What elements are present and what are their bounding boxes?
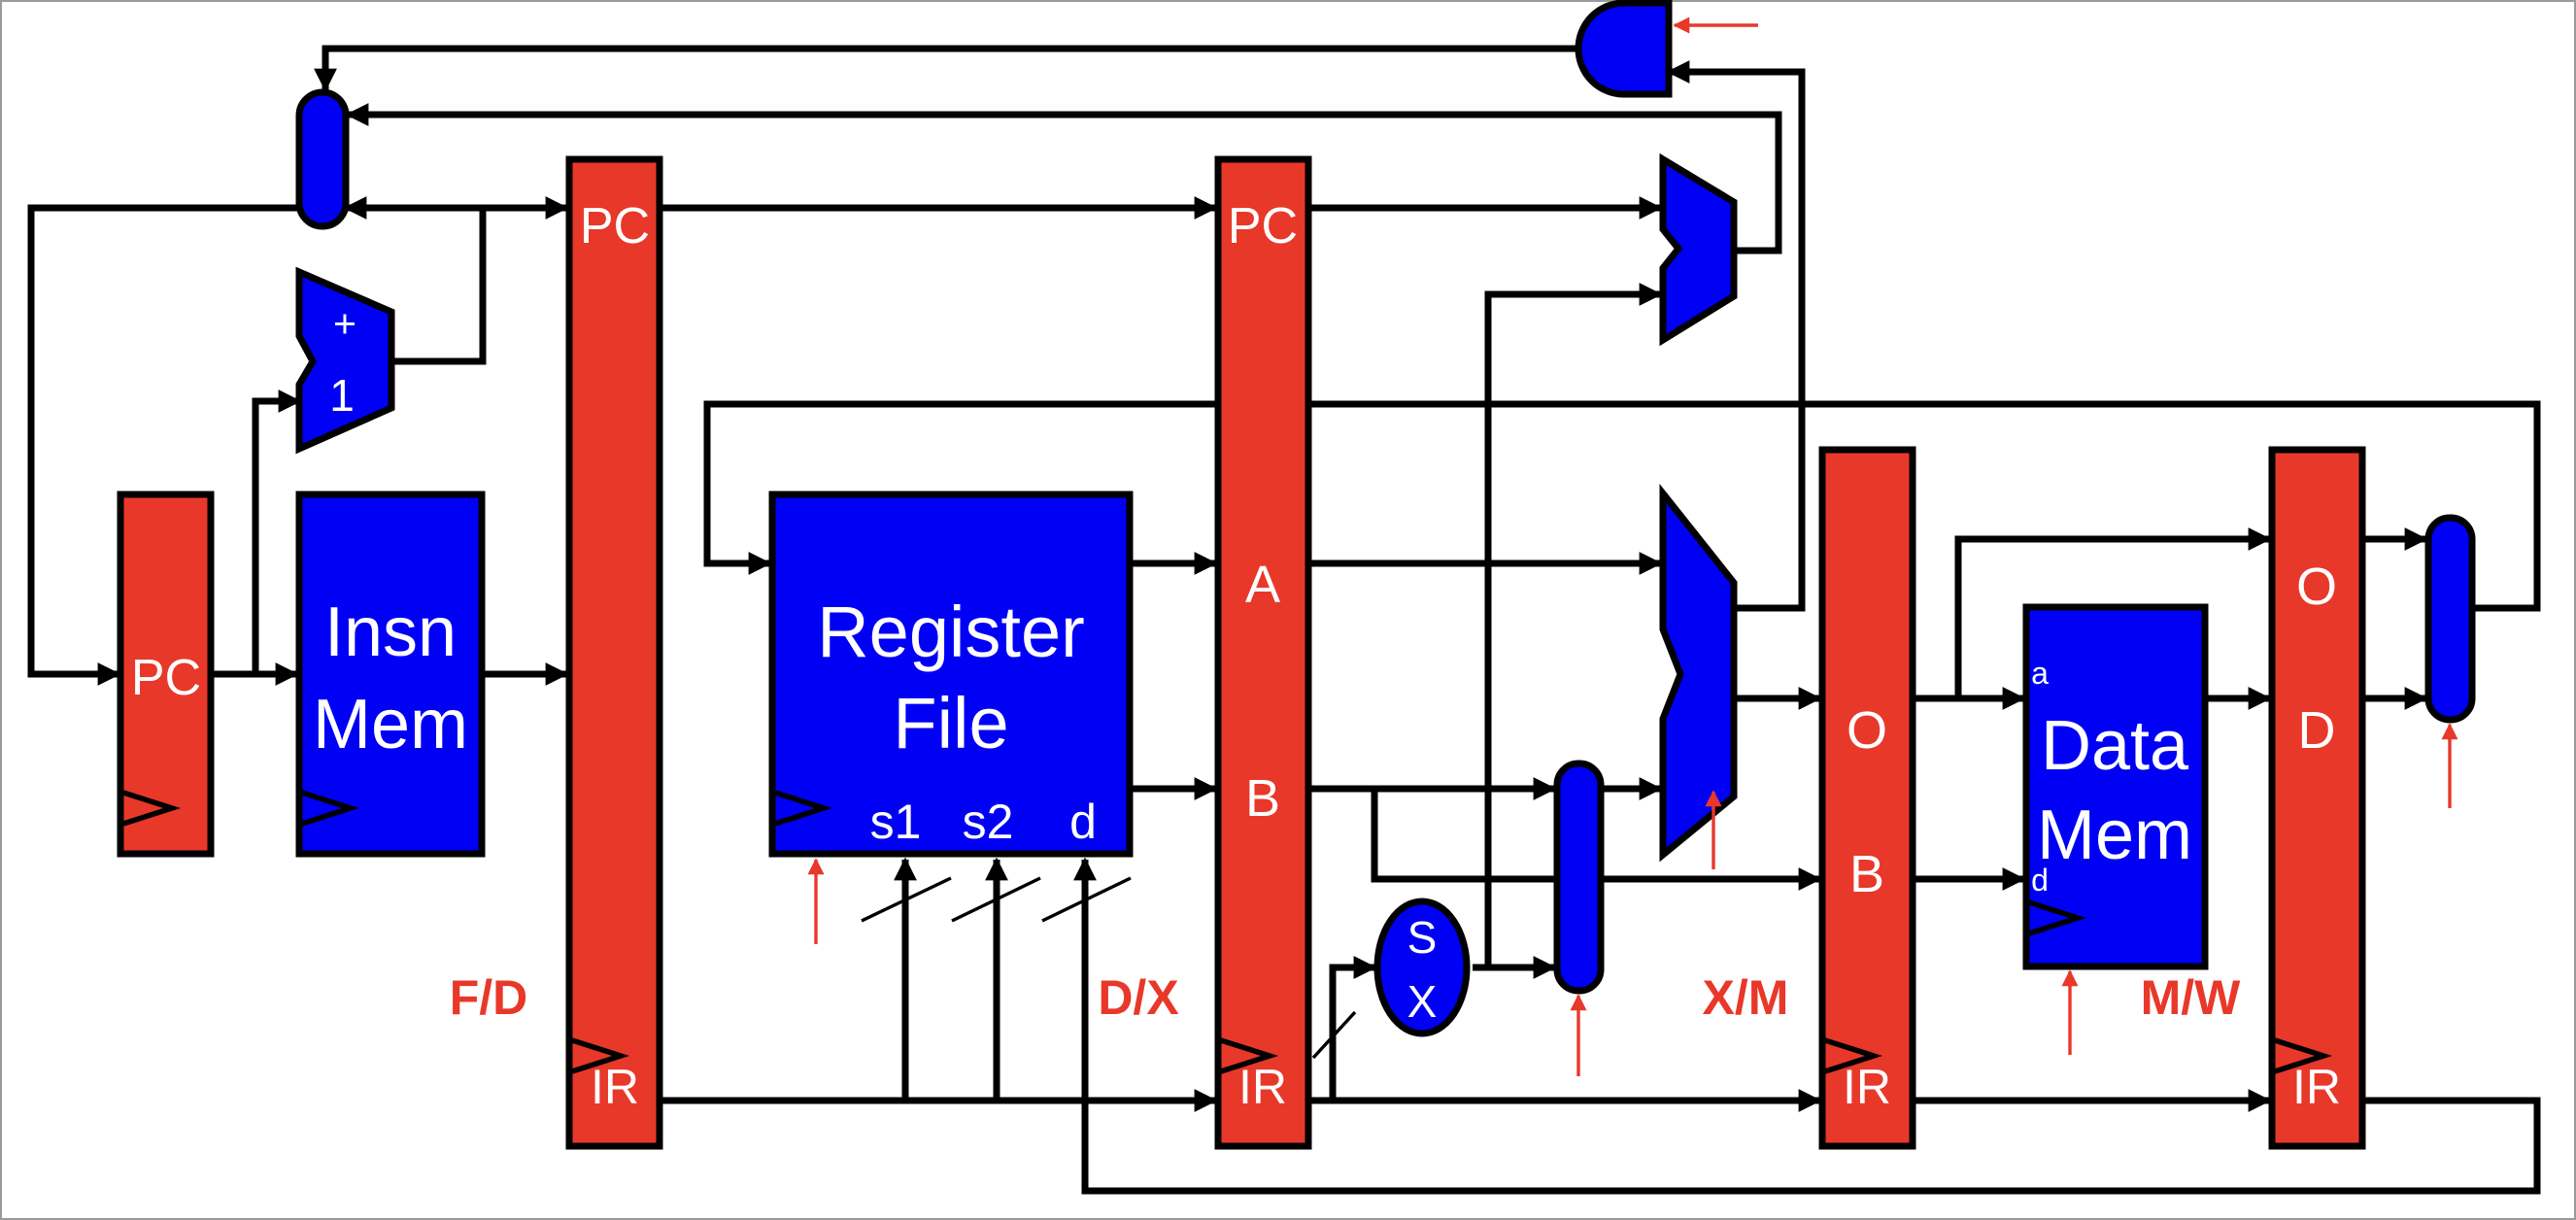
- mw-latch-ir-label: IR: [2292, 1060, 2341, 1114]
- pc-select-mux: [295, 88, 350, 230]
- stage-label-fd: F/D: [450, 970, 528, 1025]
- stage-label-mw: M/W: [2141, 970, 2242, 1025]
- pc-register-label: PC: [131, 650, 201, 706]
- data-mem-port-a: a: [2031, 656, 2049, 691]
- pc-increment-adder: + 1: [295, 266, 395, 455]
- dx-latch: PC A B IR: [1214, 155, 1312, 1150]
- data-mem: Data Mem a d: [2022, 603, 2209, 970]
- register-file-label-line1: Register: [817, 592, 1085, 672]
- sign-extend-unit: S X: [1373, 898, 1471, 1037]
- stage-label-dx: D/X: [1098, 970, 1178, 1025]
- fd-latch-ir-label: IR: [591, 1060, 639, 1114]
- control-signals: [807, 17, 2458, 1076]
- xm-latch: O B IR: [1818, 446, 1916, 1150]
- mw-latch: O D IR: [2268, 446, 2366, 1150]
- register-file-port-s1: s1: [870, 795, 922, 849]
- branch-and-gate: [1575, 0, 1673, 98]
- data-mem-port-d: d: [2031, 863, 2049, 898]
- branch-target-mux: [1659, 152, 1738, 347]
- mw-latch-d-label: D: [2298, 701, 2336, 760]
- alu: [1659, 483, 1738, 863]
- pc-register: PC: [117, 491, 215, 858]
- wires: [27, 45, 2541, 1195]
- bus-width-marks: [861, 876, 1357, 1060]
- stage-label-xm: X/M: [1703, 970, 1789, 1025]
- xm-latch-o-label: O: [1847, 701, 1887, 760]
- writeback-mux: [2424, 514, 2476, 724]
- dx-latch-b-label: B: [1245, 769, 1280, 828]
- register-file: Register File s1 s2 d: [768, 491, 1134, 858]
- xm-latch-b-label: B: [1849, 845, 1884, 903]
- register-file-port-d: d: [1069, 795, 1097, 849]
- mw-latch-o-label: O: [2296, 558, 2337, 616]
- register-file-label-line2: File: [893, 683, 1008, 763]
- xm-latch-ir-label: IR: [1843, 1060, 1891, 1114]
- fd-latch: PC IR: [565, 155, 663, 1150]
- insn-mem: Insn Mem: [295, 491, 486, 858]
- data-mem-label-line2: Mem: [2037, 796, 2192, 874]
- adder-one-label: 1: [329, 370, 355, 421]
- dx-latch-ir-label: IR: [1238, 1060, 1287, 1114]
- data-mem-label-line1: Data: [2041, 707, 2189, 785]
- adder-plus-sign: +: [333, 301, 356, 346]
- fd-latch-pc-label: PC: [580, 198, 650, 254]
- dx-latch-a-label: A: [1245, 556, 1280, 614]
- register-file-port-s2: s2: [963, 795, 1014, 849]
- alu-operand-mux: [1553, 760, 1605, 995]
- sign-extend-label-top: S: [1407, 912, 1438, 963]
- sign-extend-label-bottom: X: [1407, 976, 1438, 1027]
- dx-latch-pc-label: PC: [1228, 198, 1298, 254]
- insn-mem-label-line1: Insn: [324, 593, 457, 671]
- insn-mem-label-line2: Mem: [313, 686, 468, 763]
